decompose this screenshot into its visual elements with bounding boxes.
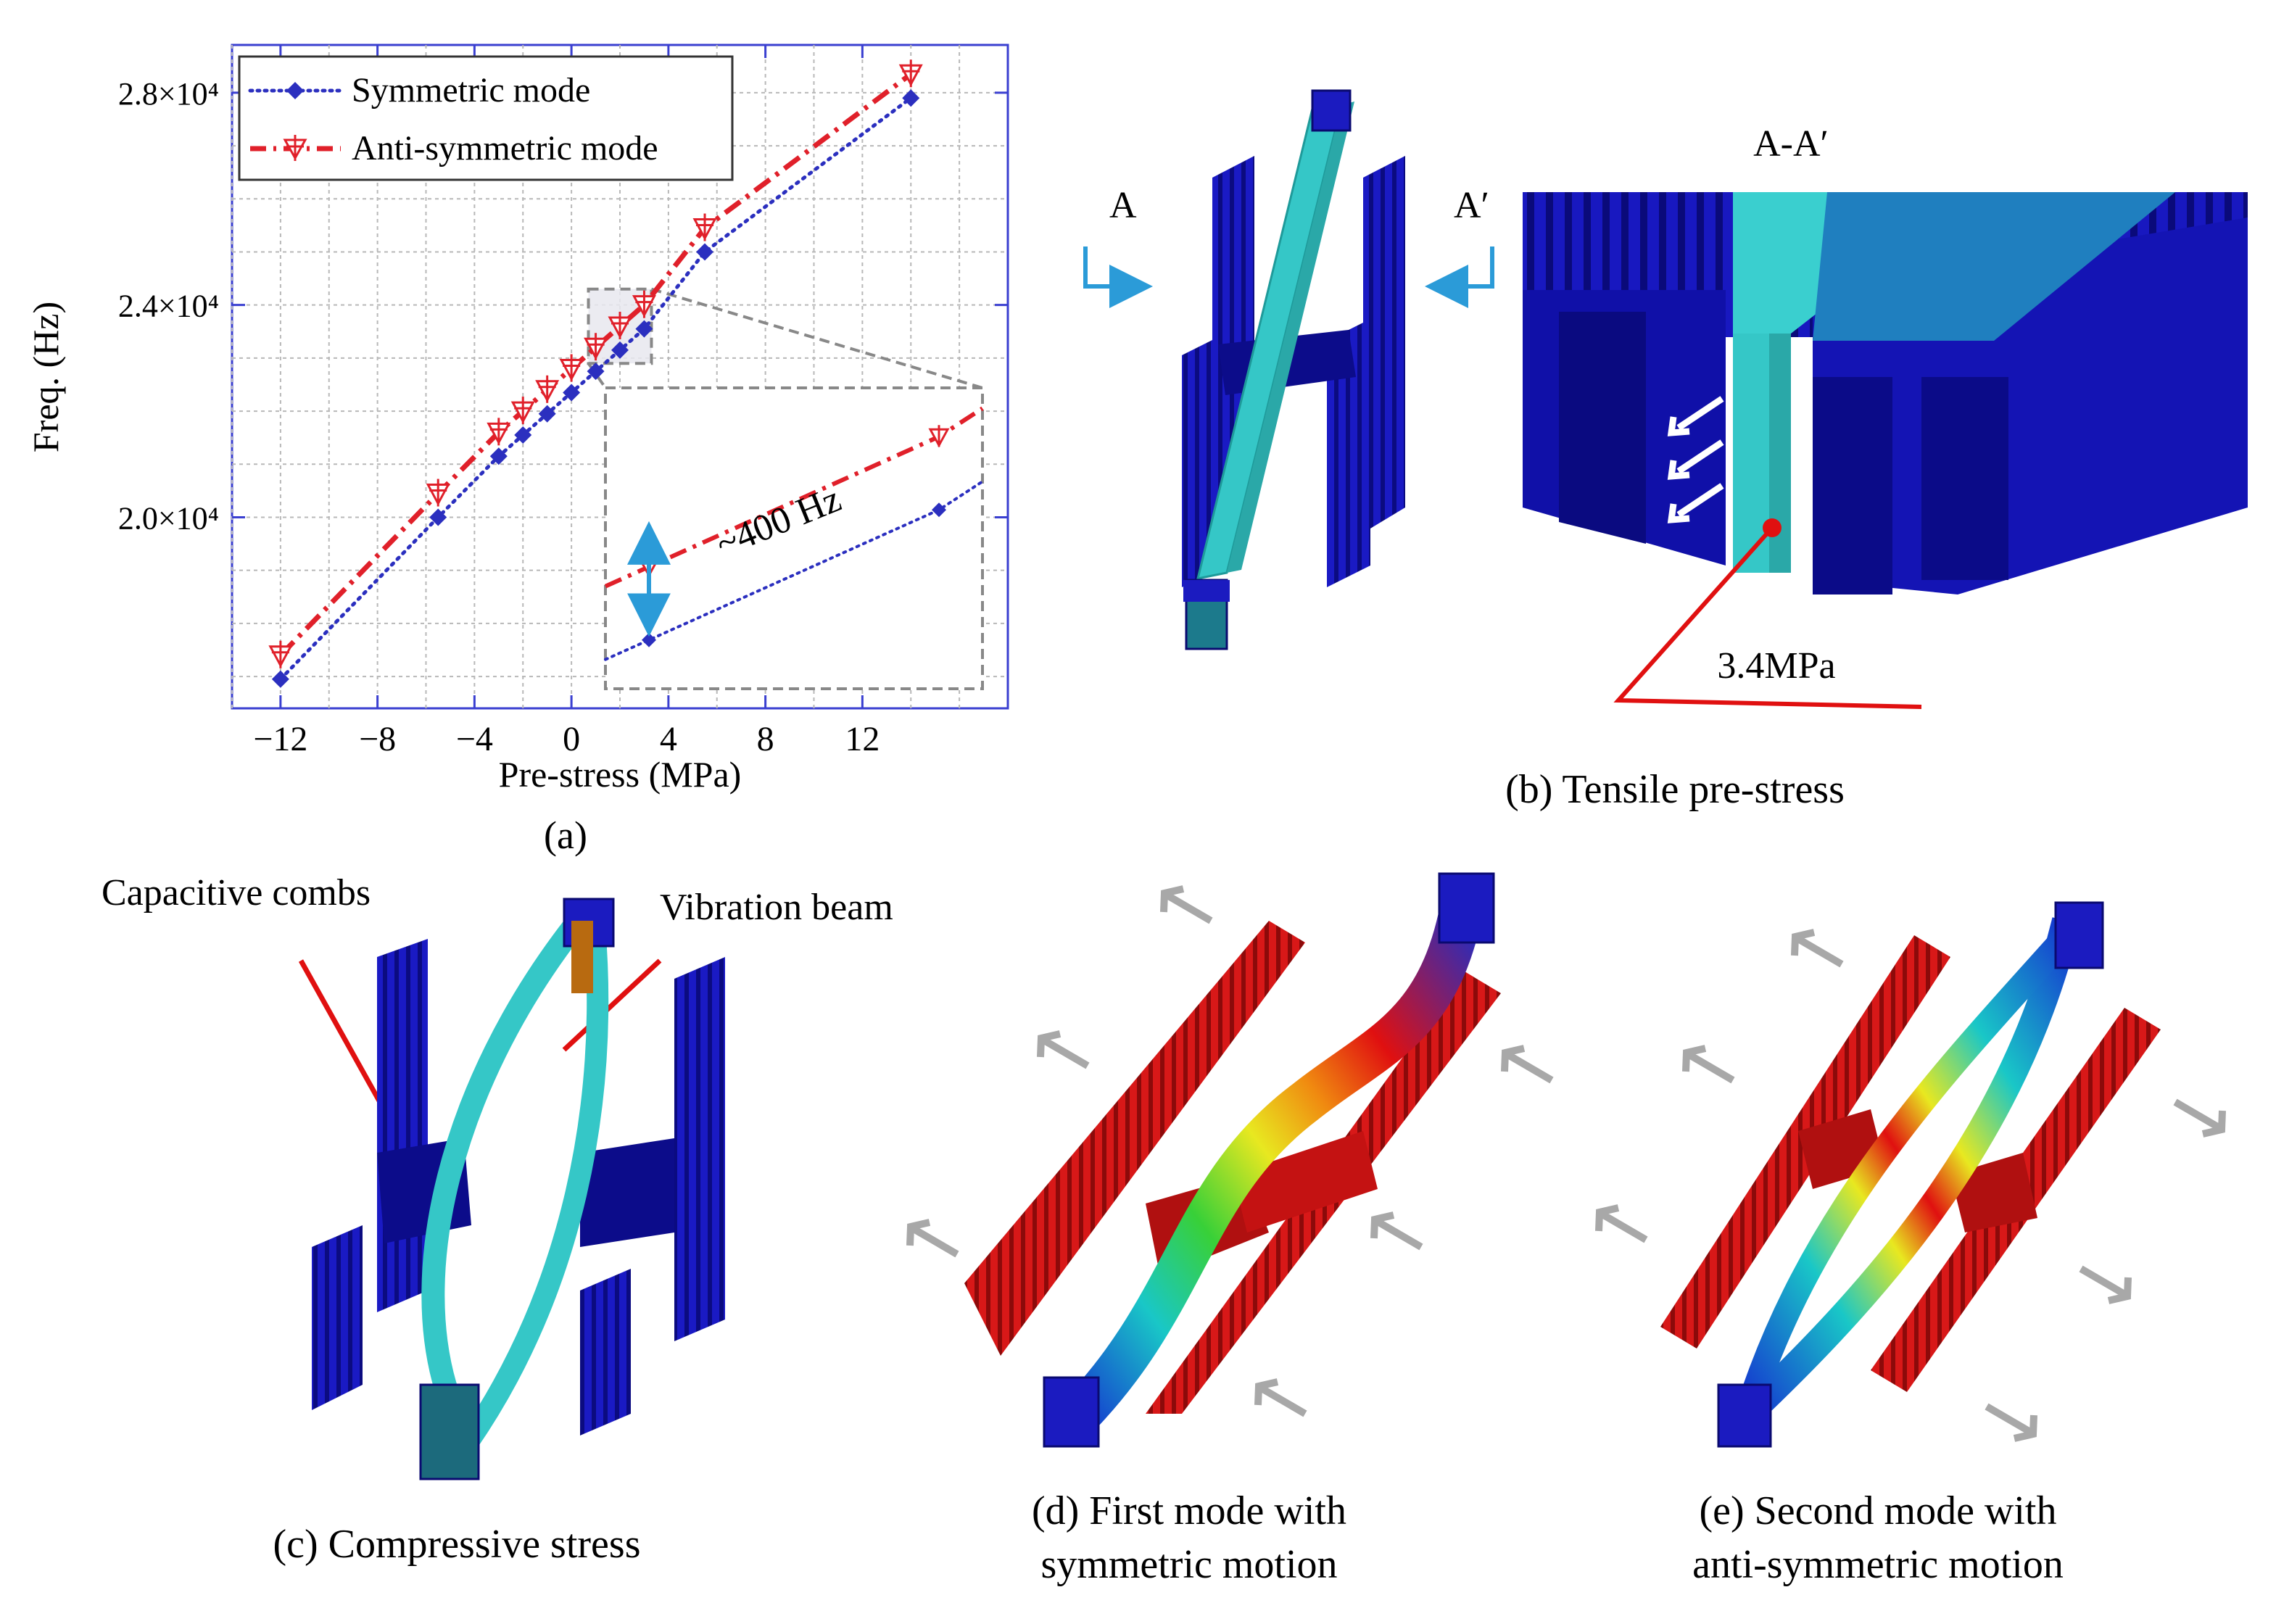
x-tick-label: 8 xyxy=(757,720,774,758)
section-marker-a: A xyxy=(1083,185,1153,308)
label-capacitive-combs: Capacitive combs xyxy=(102,872,371,914)
label-a: A xyxy=(1109,185,1137,226)
x-tick-label: 4 xyxy=(660,720,677,758)
point-symmetric xyxy=(587,362,605,381)
inset-line-antisymmetric xyxy=(604,406,984,589)
point-antisymmetric xyxy=(692,213,717,241)
panel-d: (d) First mode with symmetric motion xyxy=(906,872,1554,1587)
pointer-combs xyxy=(298,959,391,1118)
motion-arrows-d xyxy=(906,885,1554,1417)
cross-section-view: A-A′ 3.4MPa xyxy=(1523,123,2248,709)
x-tick-label: −12 xyxy=(253,720,307,758)
legend-box xyxy=(238,55,734,181)
pointer-beam xyxy=(562,958,662,1052)
panel-d-caption-line2: symmetric motion xyxy=(1040,1542,1337,1587)
stress-label: 3.4MPa xyxy=(1717,645,1835,687)
point-symmetric xyxy=(429,508,447,526)
y-axis-ticks: 2.0×10⁴ 2.4×10⁴ 2.8×10⁴ xyxy=(118,76,1008,536)
y-tick-label: 2.4×10⁴ xyxy=(118,289,219,324)
panel-e-caption-line1: (e) Second mode with xyxy=(1700,1488,2057,1533)
point-symmetric xyxy=(563,384,581,402)
section-title: A-A′ xyxy=(1753,123,1829,165)
point-symmetric xyxy=(271,670,289,688)
point-symmetric xyxy=(611,341,629,359)
x-axis-ticks: −12 −8 −4 0 4 8 12 xyxy=(253,45,880,758)
panel-b: A A′ A-A′ xyxy=(1083,89,2248,709)
point-antisymmetric xyxy=(426,478,450,507)
section-marker-a-prime: A′ xyxy=(1425,185,1494,308)
label-a-prime: A′ xyxy=(1454,185,1489,226)
legend-marker-antisymmetric xyxy=(283,135,307,161)
panel-c: Capacitive combs Vibration beam (c) Comp… xyxy=(102,872,893,1567)
legend-label-symmetric: Symmetric mode xyxy=(352,71,590,109)
point-symmetric xyxy=(635,320,653,338)
point-antisymmetric xyxy=(608,311,632,339)
inset-box xyxy=(604,386,984,690)
point-symmetric xyxy=(514,426,532,444)
panel-b-model xyxy=(1182,89,1405,650)
point-symmetric xyxy=(489,447,508,465)
panel-e-caption-line2: anti-symmetric motion xyxy=(1692,1542,2064,1587)
point-antisymmetric xyxy=(559,354,584,382)
inset-point-antisymmetric xyxy=(928,425,950,448)
y-tick-label: 2.8×10⁴ xyxy=(118,76,219,112)
inset-point-symmetric xyxy=(932,502,946,518)
inset-line-symmetric xyxy=(604,480,984,661)
label-vibration-beam: Vibration beam xyxy=(660,887,893,928)
panel-e: (e) Second mode with anti-symmetric moti… xyxy=(1595,901,2226,1587)
y-axis-label: Freq. (Hz) xyxy=(25,302,66,452)
point-antisymmetric xyxy=(632,290,656,318)
panel-c-caption: (c) Compressive stress xyxy=(273,1522,640,1567)
x-tick-label: −8 xyxy=(359,720,396,758)
point-antisymmetric xyxy=(268,640,293,668)
legend-label-antisymmetric: Anti-symmetric mode xyxy=(352,129,658,167)
zoom-connector xyxy=(650,287,983,389)
x-axis-label: Pre-stress (MPa) xyxy=(499,754,742,795)
legend: Symmetric mode Anti-symmetric mode xyxy=(238,55,734,181)
x-tick-label: −4 xyxy=(456,720,493,758)
panel-a-caption: (a) xyxy=(544,813,587,857)
point-antisymmetric xyxy=(510,397,535,425)
panel-d-caption-line1: (d) First mode with xyxy=(1032,1488,1346,1533)
legend-marker-symmetric xyxy=(286,82,304,99)
motion-arrows-e xyxy=(1595,929,2226,1442)
point-antisymmetric xyxy=(535,375,560,403)
x-tick-label: 12 xyxy=(845,720,880,758)
point-symmetric xyxy=(902,89,920,107)
panel-b-caption: (b) Tensile pre-stress xyxy=(1505,767,1845,812)
point-antisymmetric xyxy=(584,333,608,361)
point-antisymmetric xyxy=(898,59,923,88)
point-antisymmetric xyxy=(487,418,511,446)
point-symmetric xyxy=(696,243,714,261)
series-layer xyxy=(268,59,923,688)
x-tick-label: 0 xyxy=(563,720,580,758)
y-tick-label: 2.0×10⁴ xyxy=(118,500,219,536)
point-symmetric xyxy=(538,405,556,423)
